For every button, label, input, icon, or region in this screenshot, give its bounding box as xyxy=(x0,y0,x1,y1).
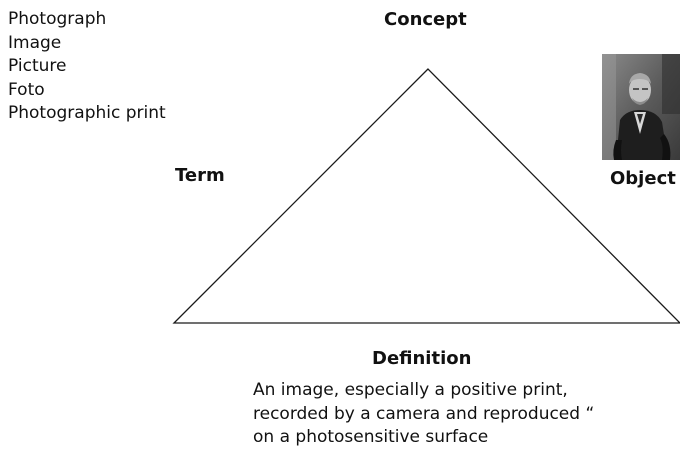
term-item: Photographic print xyxy=(8,103,166,123)
object-photo xyxy=(602,54,680,160)
term-item: Picture xyxy=(8,56,67,76)
concept-label: Concept xyxy=(384,9,467,30)
term-label: Term xyxy=(175,165,225,186)
term-item: Photograph xyxy=(8,9,107,29)
object-label: Object xyxy=(610,168,676,189)
term-item: Foto xyxy=(8,79,45,100)
definition-label: Definition xyxy=(372,348,472,369)
definition-text: An image, especially a positive print, r… xyxy=(253,380,595,447)
portrait-photo-image xyxy=(602,54,680,160)
term-item: Image xyxy=(8,32,62,53)
term-list: Photograph Image Picture Foto Photograph… xyxy=(8,8,166,126)
